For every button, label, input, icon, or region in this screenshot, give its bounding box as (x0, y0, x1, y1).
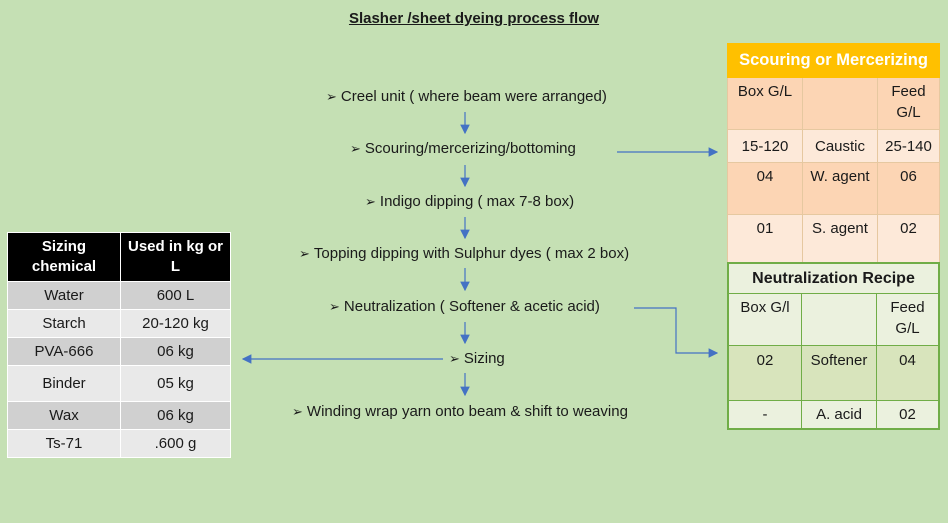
table-cell: 15-120 (727, 129, 803, 163)
table-cell: Water (7, 281, 121, 310)
table-title: Neutralization Recipe (727, 262, 940, 294)
column-header: Used in kg or L (120, 232, 231, 282)
table-cell: Starch (7, 309, 121, 338)
table-row: PVA-666 06 kg (7, 337, 231, 366)
table-cell: - (727, 400, 802, 430)
step-creel-unit: ➢Creel unit ( where beam were arranged) (326, 88, 607, 105)
table-row: Wax 06 kg (7, 401, 231, 430)
table-header-row: Box G/L Feed G/L (727, 77, 940, 130)
arrow-to-neutralization (634, 307, 719, 358)
column-header: Box G/l (727, 293, 802, 346)
neutralization-table: Neutralization Recipe Box G/l Feed G/L 0… (727, 262, 940, 430)
table-cell: Binder (7, 365, 121, 402)
table-cell: 02 (876, 400, 940, 430)
table-cell: 25-140 (877, 129, 940, 163)
table-row: 04 W. agent 06 (727, 162, 940, 215)
table-row: Water 600 L (7, 281, 231, 310)
step-indigo-dipping: ➢Indigo dipping ( max 7-8 box) (365, 193, 575, 210)
column-header: Feed G/L (877, 77, 940, 130)
arrow-bullet-icon: ➢ (350, 141, 361, 156)
column-header: Feed G/L (876, 293, 940, 346)
scouring-table: Scouring or Mercerizing Box G/L Feed G/L… (727, 43, 940, 267)
step-scouring: ➢Scouring/mercerizing/bottoming (350, 140, 576, 157)
table-row: Ts-71 .600 g (7, 429, 231, 458)
table-header-row: Box G/l Feed G/L (727, 293, 940, 346)
table-cell: PVA-666 (7, 337, 121, 366)
table-cell: 04 (727, 162, 803, 215)
step-sizing: ➢Sizing (449, 350, 505, 367)
sizing-chemical-table: Sizing chemical Used in kg or L Water 60… (7, 232, 231, 458)
step-winding: ➢Winding wrap yarn onto beam & shift to … (292, 403, 628, 420)
arrow-bullet-icon: ➢ (326, 89, 337, 104)
table-row: 01 S. agent 02 (727, 214, 940, 267)
column-header: Sizing chemical (7, 232, 121, 282)
table-cell: Caustic (802, 129, 878, 163)
step-topping-dipping: ➢Topping dipping with Sulphur dyes ( max… (299, 245, 630, 262)
table-cell: 02 (877, 214, 940, 267)
table-cell: 06 kg (120, 401, 231, 430)
table-cell: Ts-71 (7, 429, 121, 458)
arrow-bullet-icon: ➢ (365, 194, 376, 209)
table-row: 15-120 Caustic 25-140 (727, 129, 940, 163)
table-cell: .600 g (120, 429, 231, 458)
arrow-bullet-icon: ➢ (292, 404, 303, 419)
column-header (802, 77, 878, 130)
table-header-row: Sizing chemical Used in kg or L (7, 232, 231, 282)
table-title-row: Neutralization Recipe (727, 262, 940, 294)
table-cell: 06 kg (120, 337, 231, 366)
table-row: 02 Softener 04 (727, 345, 940, 401)
table-row: - A. acid 02 (727, 400, 940, 430)
table-cell: 06 (877, 162, 940, 215)
step-neutralization: ➢Neutralization ( Softener & acetic acid… (329, 298, 600, 315)
table-cell: Wax (7, 401, 121, 430)
arrow-bullet-icon: ➢ (449, 351, 460, 366)
table-row: Binder 05 kg (7, 365, 231, 402)
arrow-bullet-icon: ➢ (329, 299, 340, 314)
table-cell: 04 (876, 345, 940, 401)
arrow-bullet-icon: ➢ (299, 246, 310, 261)
table-cell: 02 (727, 345, 802, 401)
table-title-row: Scouring or Mercerizing (727, 43, 940, 78)
column-header: Box G/L (727, 77, 803, 130)
table-cell: 600 L (120, 281, 231, 310)
table-row: Starch 20-120 kg (7, 309, 231, 338)
table-title: Scouring or Mercerizing (727, 43, 940, 78)
table-cell: A. acid (801, 400, 877, 430)
table-cell: 01 (727, 214, 803, 267)
table-cell: W. agent (802, 162, 878, 215)
table-cell: Softener (801, 345, 877, 401)
table-cell: 05 kg (120, 365, 231, 402)
diagram-title: Slasher /sheet dyeing process flow (348, 10, 600, 27)
column-header (801, 293, 877, 346)
table-cell: 20-120 kg (120, 309, 231, 338)
table-cell: S. agent (802, 214, 878, 267)
